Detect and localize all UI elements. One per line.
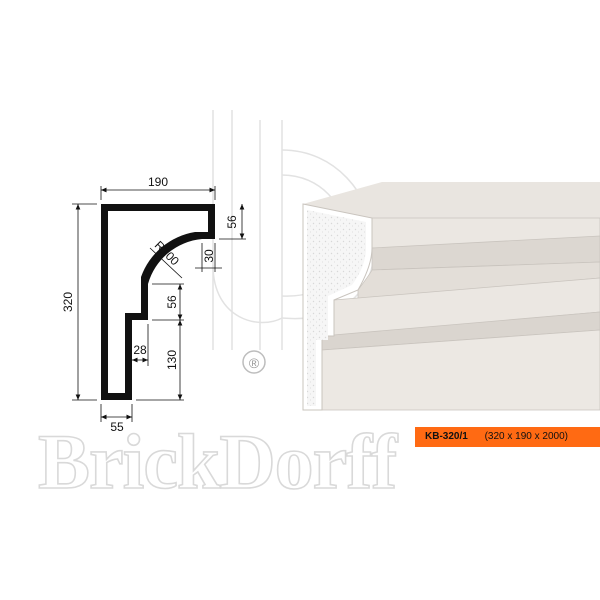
dimension-lines	[72, 186, 246, 422]
dim-step: 30	[202, 249, 216, 263]
brand-watermark: BrickDorff	[38, 418, 398, 505]
dim-mid-rise: 56	[165, 295, 179, 309]
product-code: KB-320/1	[425, 431, 468, 442]
molding-top-face	[303, 182, 600, 218]
dim-width: 190	[148, 175, 168, 189]
product-badge: KB-320/1 (320 x 190 x 2000)	[415, 427, 600, 447]
dim-height: 320	[61, 292, 75, 312]
dim-base: 55	[110, 420, 124, 434]
dim-top-drop: 56	[225, 215, 239, 229]
dim-inset: 28	[133, 343, 147, 357]
profile-section	[101, 204, 215, 400]
dim-lower-rise: 130	[165, 350, 179, 370]
registered-mark: ®	[242, 350, 266, 374]
foam-core	[307, 210, 366, 406]
molding-render	[302, 182, 600, 411]
product-size: (320 x 190 x 2000)	[484, 431, 568, 442]
svg-text:®: ®	[249, 355, 260, 371]
profile-outline	[101, 204, 215, 400]
